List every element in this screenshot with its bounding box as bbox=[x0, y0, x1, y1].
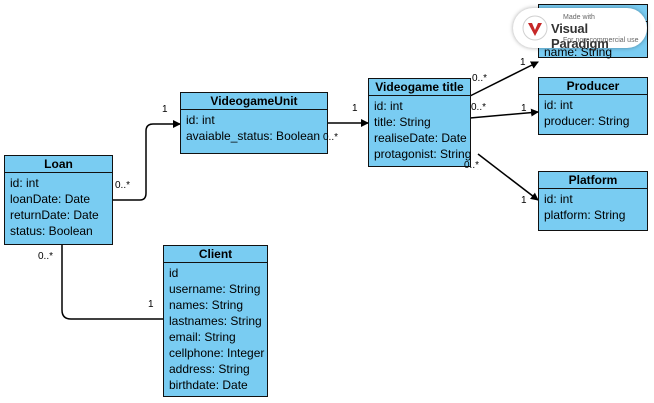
watermark-made-with: Made with bbox=[563, 14, 595, 21]
class-loan-attr-1: loanDate: Date bbox=[10, 192, 91, 206]
title-to-producer-connector bbox=[469, 108, 539, 119]
class-top-hidden-attr-0: name: String bbox=[544, 45, 613, 59]
class-loan-title: Loan bbox=[5, 156, 112, 173]
class-videogame-title-title: Videogame title bbox=[369, 79, 470, 96]
mult-loan-unit-one: 1 bbox=[162, 104, 168, 115]
class-producer-attr-0: id: int bbox=[544, 98, 573, 112]
class-videogame-unit-attr-0: id: int bbox=[186, 113, 215, 127]
class-client-attr-3: lastnames: String bbox=[169, 314, 262, 328]
class-videogame-unit-attr-1: avaiable_status: Boolean bbox=[186, 129, 321, 143]
class-loan-attr-2: returnDate: Date bbox=[10, 208, 99, 222]
class-platform-attr-1: platform: String bbox=[544, 208, 626, 222]
mult-loan-unit-many: 0..* bbox=[115, 180, 131, 191]
mult-title-platform-one: 1 bbox=[521, 195, 527, 206]
loan-to-client-connector bbox=[61, 245, 163, 320]
mult-title-producer-one: 1 bbox=[521, 103, 527, 114]
class-client-attr-7: birthdate: Date bbox=[169, 378, 248, 392]
class-videogame-title[interactable]: Videogame title id: int title: String re… bbox=[368, 78, 471, 167]
mult-title-top-many: 0..* bbox=[472, 73, 488, 84]
class-client-attr-0: id bbox=[169, 266, 179, 280]
class-client-attr-4: email: String bbox=[169, 330, 236, 344]
class-client[interactable]: Client id username: String names: String… bbox=[163, 245, 268, 397]
watermark-note: For non-commercial use bbox=[563, 37, 639, 44]
visual-paradigm-watermark: Made with Visual Paradigm For non-commer… bbox=[513, 8, 647, 51]
class-client-attr-6: address: String bbox=[169, 362, 250, 376]
class-loan-attr-0: id: int bbox=[10, 176, 39, 190]
class-client-attr-1: username: String bbox=[169, 282, 261, 296]
class-videogame-title-attr-0: id: int bbox=[374, 99, 403, 113]
class-client-attr-2: names: String bbox=[169, 298, 244, 312]
class-platform[interactable]: Platform id: int platform: String bbox=[538, 171, 648, 231]
class-client-attr-5: cellphone: Integer bbox=[169, 346, 265, 360]
class-loan[interactable]: Loan id: int loanDate: Date returnDate: … bbox=[4, 155, 113, 245]
mult-title-producer-many: 0..* bbox=[471, 102, 487, 113]
class-videogame-unit-title: VideogameUnit bbox=[181, 93, 327, 110]
class-videogame-title-attr-3: protagonist: String bbox=[374, 147, 472, 161]
mult-loan-client-many: 0..* bbox=[38, 251, 54, 262]
loan-to-unit-connector bbox=[112, 120, 181, 201]
title-to-platform-connector bbox=[477, 153, 539, 201]
class-platform-title: Platform bbox=[539, 172, 647, 189]
class-producer[interactable]: Producer id: int producer: String bbox=[538, 77, 648, 135]
class-platform-attr-0: id: int bbox=[544, 192, 573, 206]
mult-title-top-one: 1 bbox=[520, 57, 526, 68]
mult-unit-title-one: 1 bbox=[352, 103, 358, 114]
class-client-title: Client bbox=[164, 246, 267, 263]
class-videogame-title-attr-2: realiseDate: Date bbox=[374, 131, 467, 145]
title-to-top-connector bbox=[469, 61, 539, 97]
mult-loan-client-one: 1 bbox=[148, 299, 154, 310]
watermark-brand: Visual Paradigm bbox=[551, 21, 609, 51]
class-producer-title: Producer bbox=[539, 78, 647, 95]
mult-title-platform-many: 0..* bbox=[464, 160, 480, 171]
class-videogame-unit[interactable]: VideogameUnit id: int avaiable_status: B… bbox=[180, 92, 328, 154]
visual-paradigm-logo-icon bbox=[522, 15, 548, 41]
class-videogame-title-attr-1: title: String bbox=[374, 115, 431, 129]
mult-unit-title-many: 0..* bbox=[323, 132, 339, 143]
class-producer-attr-1: producer: String bbox=[544, 114, 630, 128]
class-loan-attr-3: status: Boolean bbox=[10, 224, 93, 238]
